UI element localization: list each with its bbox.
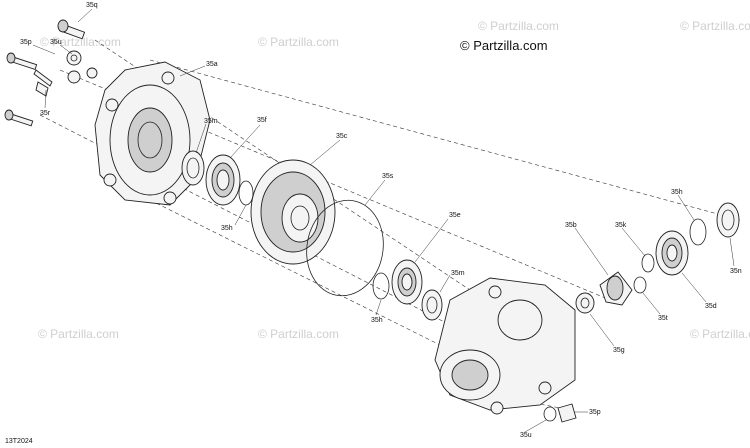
oil-seal-35m-top (181, 150, 205, 186)
washer-35k (641, 253, 655, 273)
callout-35n: 35n (730, 268, 742, 275)
bolt-35q (57, 19, 86, 40)
callout-35s: 35s (382, 173, 394, 180)
washer-35u-bottom (543, 406, 557, 422)
callout-35p-bottom: 35p (589, 409, 601, 416)
differential-housing (434, 277, 576, 415)
callout-35u-top: 35u (50, 39, 62, 46)
oil-seal-35m-mid (421, 289, 443, 321)
watermark-5: © Partzilla.com (38, 327, 119, 341)
callout-35h-left: 35h (221, 225, 233, 232)
vent-fitting-35r (33, 69, 53, 97)
callout-35g: 35g (613, 347, 625, 354)
ball-bearing-35f (205, 154, 241, 206)
callout-35h-mid: 35h (371, 317, 383, 324)
watermark-4: © Partzilla.com (680, 19, 750, 33)
callout-35c: 35c (336, 133, 348, 140)
pinion-gear-35b (599, 271, 633, 306)
sleeve-35g (575, 292, 595, 314)
callout-35u-bottom: 35u (520, 432, 532, 439)
oil-seal-35n (716, 202, 740, 238)
callout-35e: 35e (449, 212, 461, 219)
callout-35p-top: 35p (20, 39, 32, 46)
housing-cover-35a (94, 61, 211, 206)
ring-gear-35c (250, 159, 336, 265)
watermark-3: © Partzilla.com (478, 19, 559, 33)
callout-35q: 35q (86, 2, 98, 9)
bolt-35p-top (6, 52, 38, 70)
watermark-2: © Partzilla.com (258, 35, 339, 49)
plug-35u-top (66, 50, 98, 84)
callout-35m-mid: 35m (451, 270, 465, 277)
callout-35a: 35a (206, 61, 218, 68)
callout-35b: 35b (565, 222, 577, 229)
leader-lines (32, 8, 735, 433)
o-ring-35s (306, 199, 384, 297)
shim-35h-left (238, 180, 254, 206)
shim-35h-mid (372, 272, 390, 300)
ball-bearing-35d (655, 230, 689, 276)
callout-35r: 35r (40, 110, 51, 117)
callout-35h-right: 35h (671, 189, 683, 196)
watermark-1: © Partzilla.com (40, 35, 121, 49)
watermark-6: © Partzilla.com (258, 327, 339, 341)
callout-35m-top: 35m (204, 118, 218, 125)
callout-labels: 35q 35p 35u 35r 35a 35m 35f 35c 35h 35s … (20, 2, 742, 439)
watermark-8: © Partzilla.com (690, 327, 750, 341)
circlip-35t (633, 276, 647, 294)
bolt-35p-lower (4, 109, 34, 127)
plug-35p-bottom (557, 403, 577, 423)
copyright-text: © Partzilla.com (460, 38, 548, 53)
callout-35f: 35f (257, 117, 267, 124)
callout-35d: 35d (705, 303, 717, 310)
callout-35k: 35k (615, 222, 627, 229)
callout-35t: 35t (658, 315, 668, 322)
shim-35h-right (689, 218, 707, 246)
diagram-code: 13T2024 (5, 438, 33, 445)
ball-bearing-35e (391, 259, 423, 305)
